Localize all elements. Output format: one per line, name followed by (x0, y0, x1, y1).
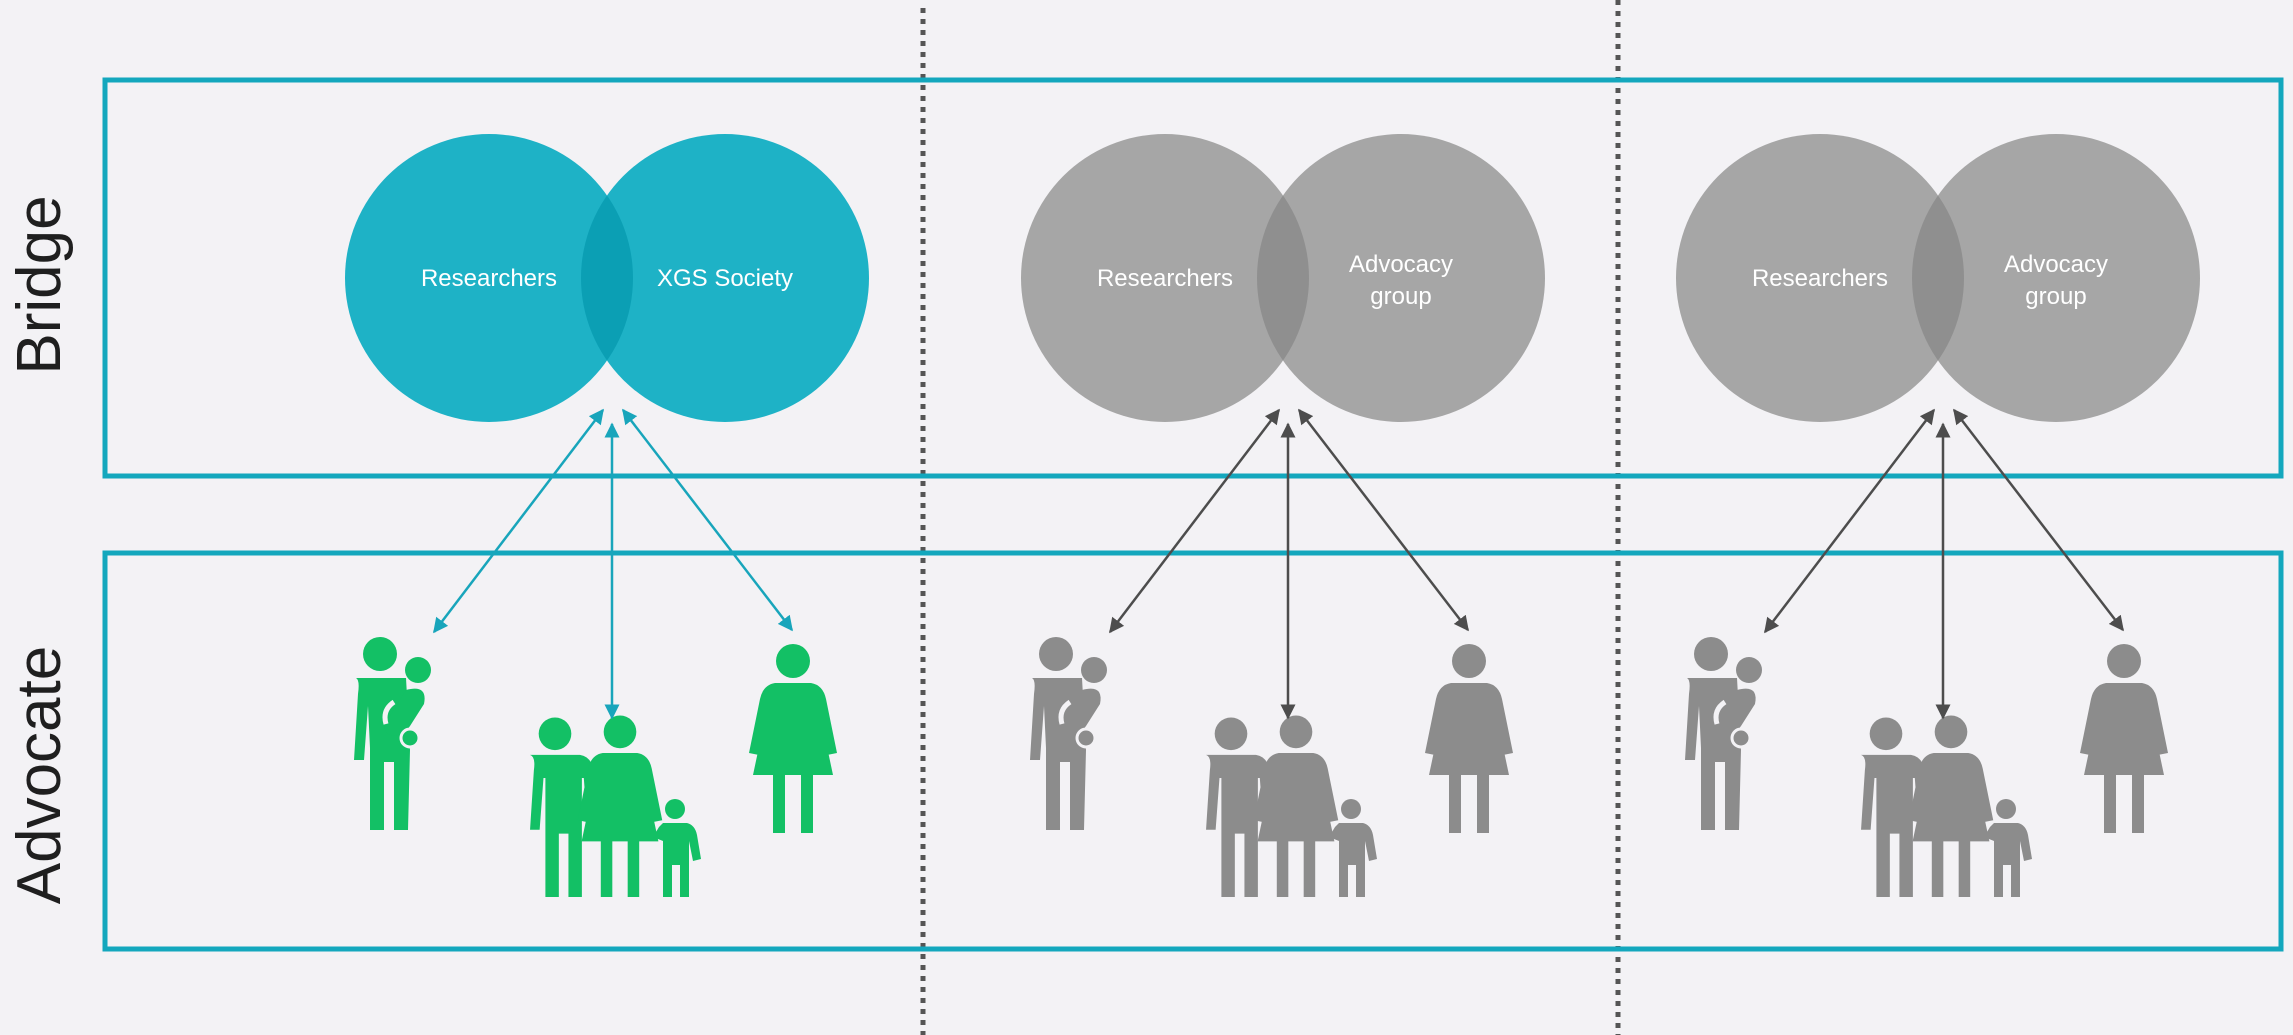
family-icon (1861, 715, 2032, 897)
man-icon (1861, 717, 1929, 897)
venn-right-label: Advocacy (2004, 251, 2108, 278)
man-icon (530, 717, 598, 897)
woman-icon (1908, 715, 1994, 897)
panel-2: Researchers Advocacy group (1021, 134, 1545, 897)
venn-right-label: Advocacy (1349, 251, 1453, 278)
woman-icon (749, 644, 837, 833)
connector-arrow-3 (1298, 408, 1469, 632)
advocate-row-frame (102, 550, 2284, 952)
venn-circle-left (1021, 134, 1309, 422)
parent-with-baby-icon (1030, 637, 1107, 830)
venn-right-label: XGS Society (657, 265, 793, 292)
venn-circle-right (1912, 134, 2200, 422)
child-icon (1329, 799, 1377, 897)
man-icon (1206, 717, 1274, 897)
woman-icon (1425, 644, 1513, 833)
venn-left-label: Researchers (1752, 265, 1888, 292)
woman-icon (577, 715, 663, 897)
connector-arrow-3 (622, 408, 793, 632)
parent-with-baby-icon (1685, 637, 1762, 830)
bridge-row-label: Bridge (5, 195, 74, 375)
venn-circle-left (1676, 134, 1964, 422)
venn-left-label: Researchers (421, 265, 557, 292)
venn-right-label: group (1370, 283, 1431, 310)
venn-circle-right (1257, 134, 1545, 422)
panel-1: Researchers XGS Society (345, 134, 869, 897)
venn-circle-left (345, 134, 633, 422)
family-icon (530, 715, 701, 897)
connector-arrow-1 (1109, 408, 1280, 634)
parent-with-baby-icon (354, 637, 431, 830)
woman-icon (1253, 715, 1339, 897)
child-icon (653, 799, 701, 897)
advocate-row-label: Advocate (5, 645, 74, 905)
connector-arrow-1 (433, 408, 604, 634)
woman-icon (2080, 644, 2168, 833)
family-icon (1206, 715, 1377, 897)
venn-left-label: Researchers (1097, 265, 1233, 292)
connector-arrow-3 (1953, 408, 2124, 632)
connector-arrow-1 (1764, 408, 1935, 634)
child-icon (1984, 799, 2032, 897)
venn-right-label: group (2025, 283, 2086, 310)
venn-circle-right (581, 134, 869, 422)
panel-3: Researchers Advocacy group (1676, 134, 2200, 897)
